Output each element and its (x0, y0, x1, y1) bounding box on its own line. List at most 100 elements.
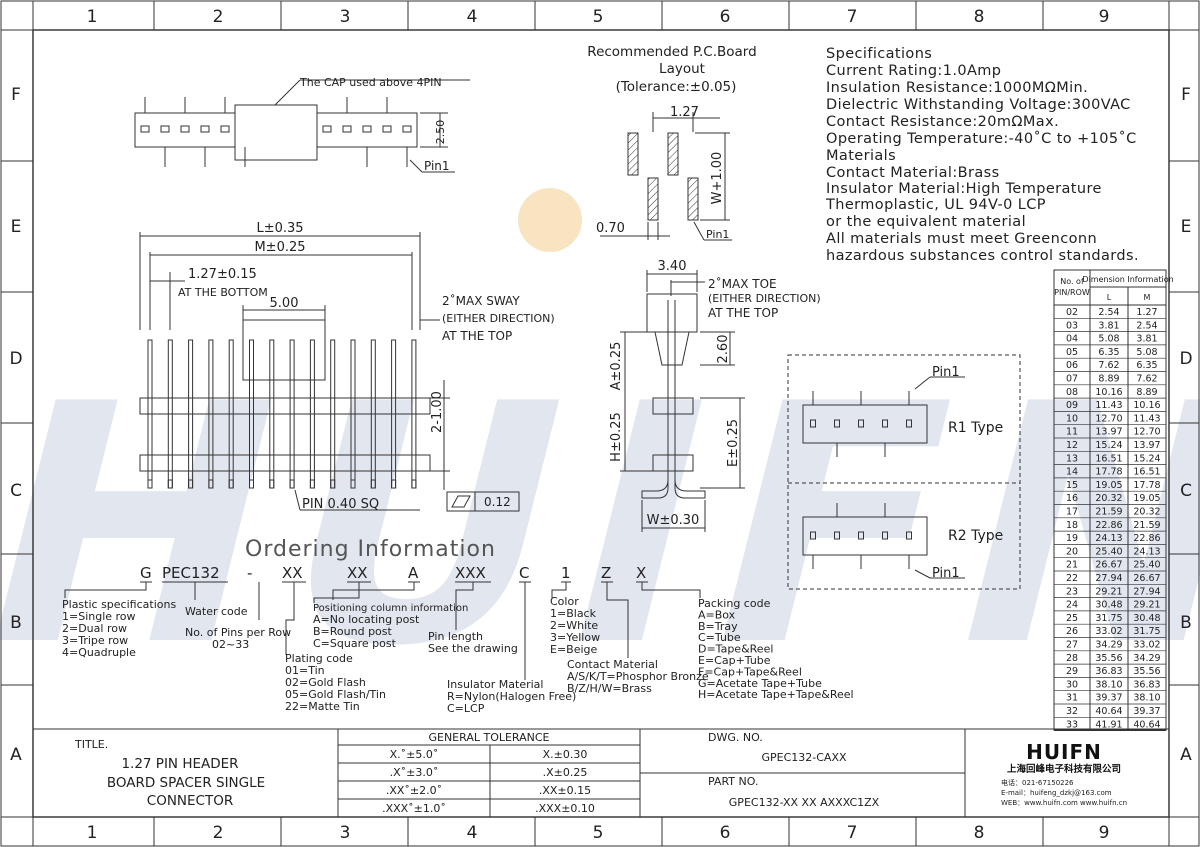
table-cell: 8.89 (1098, 374, 1119, 385)
header-pin-tip (167, 479, 173, 489)
watermark: HUIFN (0, 188, 1200, 719)
header-pin-tip (411, 479, 417, 489)
table-cell: 31 (1066, 693, 1078, 704)
dim-cap-width: 5.00 (270, 296, 299, 311)
table-cell: 15 (1066, 480, 1078, 491)
ordering-contact: A/S/K/T=Phosphor Bronze (567, 670, 709, 683)
pcb-title: Recommended P.C.Board (587, 44, 756, 60)
table-cell: 22.86 (1133, 533, 1160, 544)
table-cell: 02 (1066, 307, 1078, 318)
side-view (620, 270, 745, 532)
table-cell: 30.48 (1133, 613, 1160, 624)
part-label: PART NO. (708, 775, 758, 788)
pcb-pin1: Pin1 (706, 228, 729, 241)
header-pin-tip (188, 479, 194, 489)
table-cell: 31.75 (1133, 626, 1160, 637)
row-label: E (11, 217, 22, 237)
table-cell: 07 (1066, 374, 1078, 385)
at-bottom-label: AT THE BOTTOM (178, 286, 268, 299)
front-view (139, 232, 520, 512)
type-panel (787, 354, 1021, 590)
side-width-dim: 3.40 (658, 259, 687, 274)
table-cell: 8.89 (1136, 387, 1157, 398)
header-pin-tip (228, 479, 234, 489)
spec-line: or the equivalent material (826, 214, 1026, 230)
tolerance-angle: .XXX˚±1.0˚ (382, 802, 446, 815)
table-cell: 24.13 (1095, 533, 1122, 544)
table-cell: 22 (1066, 573, 1078, 584)
table-cell: 31.75 (1095, 613, 1122, 624)
top-pin-square (180, 125, 190, 133)
dim-l: L±0.35 (256, 221, 303, 236)
table-cell: 12 (1066, 440, 1078, 451)
table-cell: 29.21 (1133, 600, 1160, 611)
table-cell: 7.62 (1136, 374, 1157, 385)
table-cell: 11.43 (1133, 413, 1160, 424)
side-dim-top: 2.60 (716, 335, 731, 364)
table-cell: 29.21 (1095, 586, 1122, 597)
table-cell: 28 (1066, 653, 1078, 664)
ordering-insulator: R=Nylon(Halogen Free) (447, 690, 576, 703)
ordering-contact: B/Z/H/W=Brass (567, 682, 652, 695)
table-cell: 25.40 (1095, 546, 1122, 557)
table-cell: 39.37 (1133, 706, 1160, 717)
ordering-packing: B=Tray (698, 620, 738, 633)
table-cell: 34.29 (1095, 640, 1122, 651)
title-line: 1.27 PIN HEADER (121, 756, 238, 772)
ordering-insulator: Insulator Material (447, 678, 543, 691)
title-line: CONNECTOR (147, 793, 233, 809)
table-cell: 15.24 (1133, 453, 1160, 464)
row-label: B (1180, 613, 1192, 633)
type-pin-square (834, 419, 840, 428)
r1-type (802, 376, 965, 457)
table-cell: 2.54 (1098, 307, 1119, 318)
table-cell: 11.43 (1095, 400, 1122, 411)
table-cell: 33.02 (1133, 640, 1160, 651)
col-label: 2 (213, 823, 224, 843)
ordering-positioning: C=Square post (313, 637, 397, 650)
code-segment: PEC132 (162, 564, 220, 582)
col-label: 6 (720, 823, 731, 843)
ordering-pin-length: Pin length (428, 630, 483, 643)
type-pin-square (858, 531, 864, 540)
ordering-water-code: Water code (185, 605, 248, 618)
tolerance-angle: .X˚±3.0˚ (390, 766, 439, 779)
table-cell: 24 (1066, 600, 1078, 611)
table-cell: 22.86 (1095, 520, 1122, 531)
company-logo: HUIFN (1026, 740, 1102, 764)
ordering-positioning: B=Round post (313, 625, 393, 638)
pin-square-label: PIN 0.40 SQ (302, 497, 379, 512)
ordering-color: Color (550, 595, 579, 608)
code-segment: XX (282, 564, 303, 582)
table-cell: 26 (1066, 626, 1078, 637)
table-header-l: L (1107, 293, 1112, 302)
top-pin-square (382, 125, 392, 133)
code-segment: XXX (455, 564, 486, 582)
sway-note: (EITHER DIRECTION) (442, 312, 555, 325)
code-segment: XX (347, 564, 368, 582)
table-cell: 13.97 (1095, 427, 1122, 438)
ordering-plastic: 2=Dual row (62, 622, 127, 635)
top-pin-square (220, 125, 230, 133)
top-view (134, 79, 470, 173)
side-dim-a: A±0.25 (609, 342, 624, 391)
tolerance-angle: .XX˚±2.0˚ (386, 784, 442, 797)
ordering-packing: H=Acetate Tape+Tape&Reel (698, 688, 854, 701)
side-dim-w: W±0.30 (647, 513, 700, 528)
type-pin-square (810, 419, 816, 428)
table-cell: 29 (1066, 666, 1078, 677)
header-pin-tip (330, 479, 336, 489)
table-cell: 19.05 (1133, 493, 1160, 504)
table-cell: 6.35 (1136, 360, 1157, 371)
table-cell: 30.48 (1095, 600, 1122, 611)
ordering-plating: 01=Tin (285, 664, 325, 677)
ordering-plastic: Plastic specifications (62, 598, 176, 611)
header-pin-tip (391, 479, 397, 489)
ordering-packing: F=Cap+Tape&Reel (698, 665, 802, 678)
col-label: 6 (720, 7, 731, 27)
top-pin-square (160, 125, 170, 133)
type-pin-square (906, 531, 912, 540)
table-cell: 20.32 (1095, 493, 1122, 504)
row-label: F (1181, 85, 1191, 105)
part-value: GPEC132-XX XX AXXXC1ZX (729, 796, 880, 809)
